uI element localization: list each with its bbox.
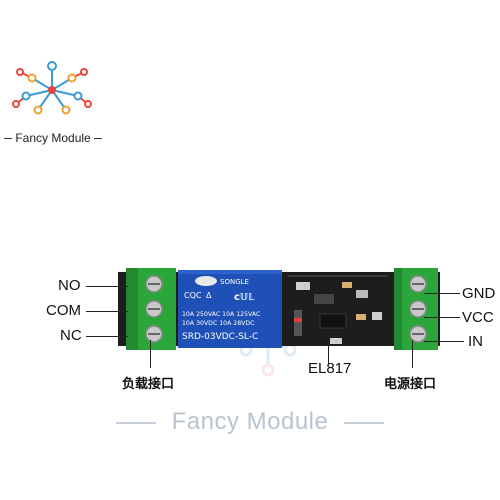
watermark-text: Fancy Module (171, 408, 329, 435)
leader-in (424, 341, 464, 342)
leader-com (86, 311, 128, 312)
svg-text:CQC: CQC (184, 291, 202, 300)
svg-text:c𝕌𝕃: c𝕌𝕃 (234, 292, 255, 303)
circuit-tree-icon (12, 61, 92, 115)
label-com: COM (46, 302, 81, 319)
relay: SONGLE CQC Δ c𝕌𝕃 10A 250VAC 10A 125VAC 1… (178, 270, 282, 348)
label-optocoupler: EL817 (308, 360, 352, 377)
leader-nc (86, 336, 128, 337)
leader-load-port (150, 340, 151, 368)
label-nc: NC (60, 327, 82, 344)
leader-vcc (424, 317, 460, 318)
label-vcc: VCC (462, 309, 494, 326)
relay-rating-line2: 10A 30VDC 10A 28VDC (182, 320, 255, 327)
label-load-port: 负载接口 (122, 376, 175, 391)
logo-text-row: Fancy Module (4, 131, 103, 145)
load-terminal-block (126, 268, 176, 350)
relay-rating-line1: 10A 250VAC 10A 125VAC (182, 311, 260, 318)
relay-brand: SONGLE (220, 278, 249, 286)
label-gnd: GND (462, 285, 496, 302)
leader-gnd (424, 293, 460, 294)
watermark-row: Fancy Module (0, 408, 500, 436)
svg-text:Δ: Δ (206, 291, 212, 300)
relay-module-board: SONGLE CQC Δ c𝕌𝕃 10A 250VAC 10A 125VAC 1… (118, 268, 440, 350)
label-in: IN (468, 333, 483, 350)
relay-model: SRD-03VDC-SL-C (182, 332, 258, 342)
leader-power-port (412, 340, 413, 368)
logo-text: Fancy Module (15, 131, 91, 145)
leader-no (86, 286, 128, 287)
leader-optocoupler (328, 336, 329, 364)
label-no: NO (58, 277, 81, 294)
power-terminal-block (394, 268, 438, 350)
label-power-port: 电源接口 (384, 376, 437, 391)
components (288, 275, 388, 344)
